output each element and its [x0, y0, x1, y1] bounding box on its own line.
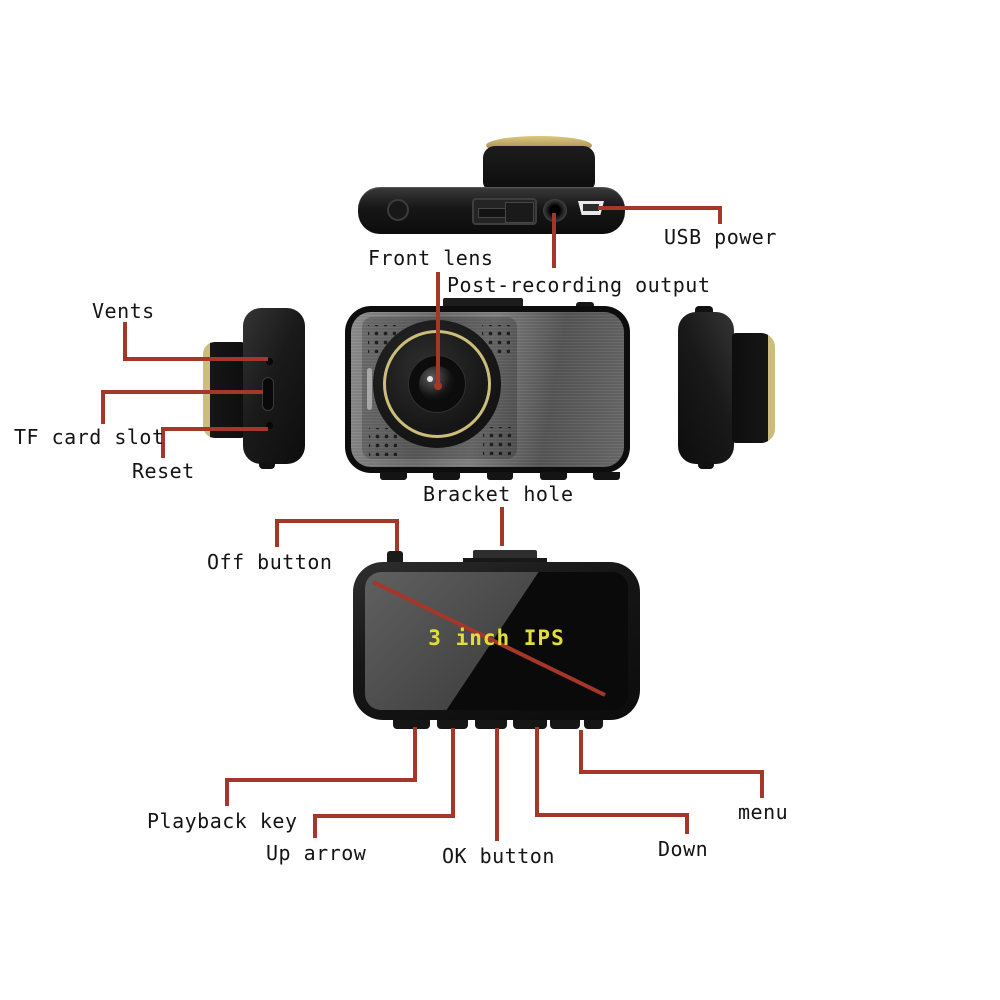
bracket-hole-tab-base — [463, 558, 547, 564]
ok-button — [475, 720, 507, 729]
front-lens-glass — [419, 366, 455, 402]
right-side-foot — [698, 462, 714, 469]
speaker-grille-bottom-left — [369, 428, 397, 456]
screen-size-badge: 3 inch IPS — [428, 626, 565, 650]
label-vents: Vents — [92, 299, 155, 323]
label-off-button: Off button — [207, 550, 333, 574]
callout-line-off-button — [275, 519, 399, 551]
label-down: Down — [658, 837, 709, 861]
callout-line-up-arrow — [313, 728, 455, 838]
lens-barrel-left — [203, 342, 245, 438]
callout-line-playback-key — [225, 727, 417, 806]
top-screw-hole — [387, 199, 409, 221]
reset-hole — [266, 422, 273, 429]
label-up-arrow: Up arrow — [266, 841, 367, 865]
label-reset: Reset — [132, 459, 195, 483]
side-slit — [367, 368, 372, 410]
speaker-grille-bottom-right — [483, 427, 511, 455]
front-foot-2 — [433, 472, 460, 480]
lens-barrel-top — [483, 146, 595, 190]
usb-port-inner — [583, 204, 599, 211]
av-output-jack — [543, 199, 567, 222]
left-side-body — [243, 308, 305, 464]
callout-line-down — [535, 727, 689, 834]
front-foot-3 — [487, 472, 513, 480]
playback-key-button — [393, 720, 430, 729]
label-playback-key: Playback key — [147, 809, 298, 833]
label-ok-button: OK button — [442, 844, 555, 868]
label-tf-card-slot: TF card slot — [14, 425, 165, 449]
vent-hole — [266, 358, 273, 365]
down-button — [513, 720, 547, 729]
label-bracket-hole: Bracket hole — [423, 482, 574, 506]
front-foot-5 — [593, 472, 620, 480]
label-post-recording: Post-recording output — [447, 273, 711, 297]
bottom-button-extra — [584, 720, 603, 729]
bracket-slot-inner-square — [505, 202, 534, 223]
lens-barrel-right — [732, 333, 775, 443]
right-side-body — [678, 312, 734, 464]
label-usb-power: USB power — [664, 225, 777, 249]
label-front-lens: Front lens — [368, 246, 494, 270]
left-side-foot — [259, 462, 275, 469]
front-foot-4 — [540, 472, 567, 480]
callout-line-menu — [579, 730, 764, 798]
up-arrow-button — [437, 720, 468, 729]
off-button — [387, 551, 403, 563]
front-lens-glint — [427, 376, 433, 382]
right-side-top-button — [695, 306, 713, 313]
label-menu: menu — [738, 800, 789, 824]
front-foot-1 — [380, 472, 407, 480]
menu-button — [550, 720, 580, 729]
tf-card-slot — [262, 377, 274, 411]
